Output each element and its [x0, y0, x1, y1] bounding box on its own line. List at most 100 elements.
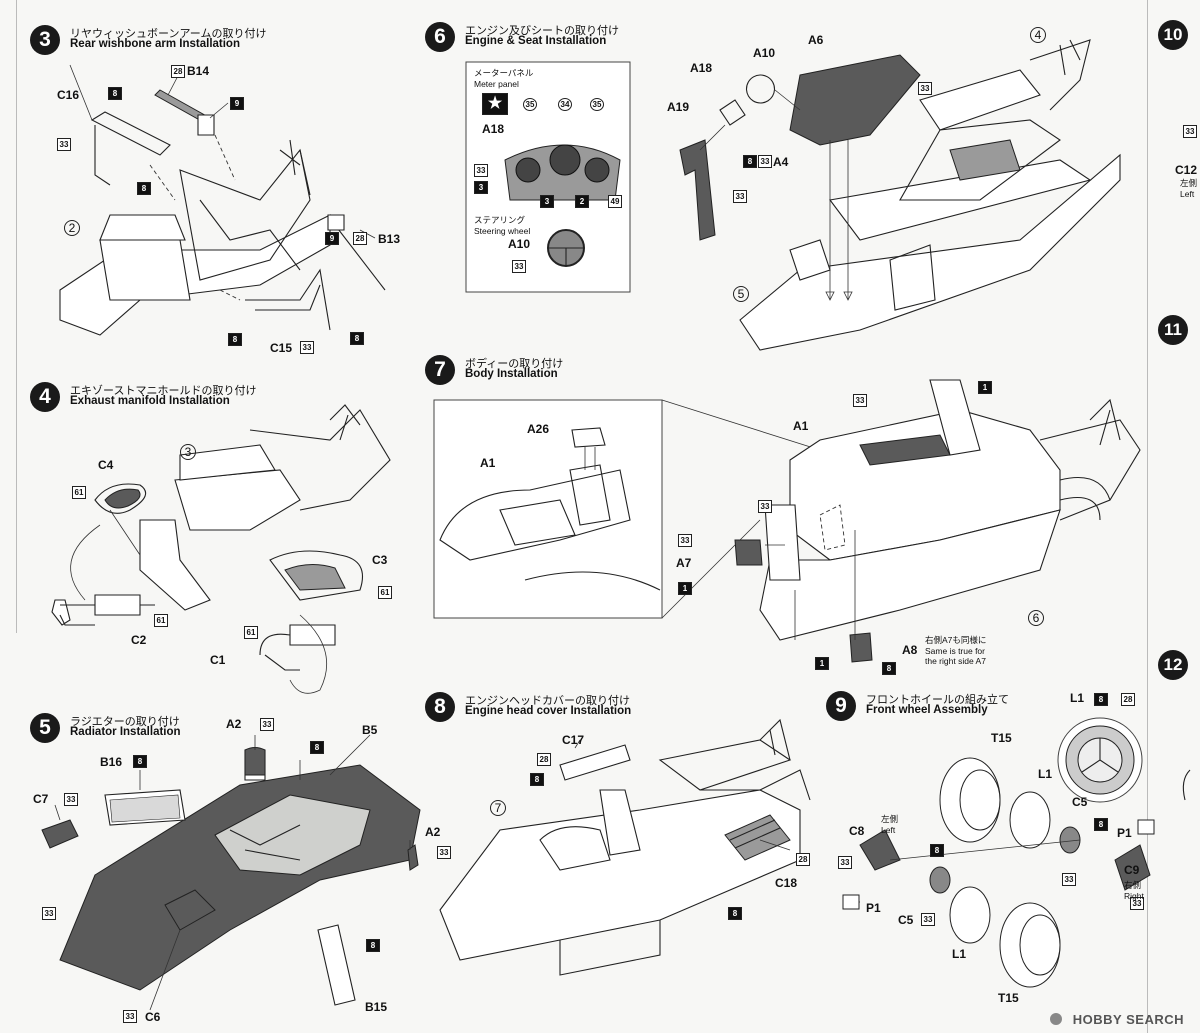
paint-code: 8: [108, 87, 122, 100]
paint-code: 35: [590, 98, 604, 111]
paint-code: 8: [930, 844, 944, 857]
part-label: B13: [378, 232, 401, 246]
part-label: C5: [1072, 795, 1088, 809]
circled-ref: 2: [64, 220, 80, 236]
part-label: C6: [145, 1010, 161, 1024]
note-a7-jp: 右側A7も同様に: [925, 635, 987, 645]
steering-jp: ステアリング: [474, 215, 526, 225]
part-label: C16: [57, 88, 80, 102]
paint-code: 33: [758, 500, 772, 513]
part-label: B16: [100, 755, 123, 769]
paint-code: 33: [42, 907, 56, 920]
part-label: A26: [527, 422, 550, 436]
part-label: C17: [562, 733, 585, 747]
paint-code: 9: [230, 97, 244, 110]
note-right-en: Right: [1124, 891, 1144, 901]
paint-code: 33: [300, 341, 314, 354]
step-title-jp: エンジンヘッドカバーの取り付け: [465, 694, 630, 707]
circled-ref: 3: [180, 444, 196, 460]
hobby-search-logo-icon: [1050, 1013, 1062, 1025]
paint-code: 33: [64, 793, 78, 806]
paint-code: 35: [523, 98, 537, 111]
part-label: C12: [1175, 163, 1198, 177]
meter-panel-en: Meter panel: [474, 79, 519, 89]
part-label: A2: [226, 717, 242, 731]
step-title-jp: エキゾーストマニホールドの取り付け: [70, 384, 257, 397]
paint-code: 8: [310, 741, 324, 754]
paint-code: 33: [512, 260, 526, 273]
step-title-jp: リヤウィッシュボーンアームの取り付け: [70, 27, 267, 40]
part-label: A8: [902, 643, 918, 657]
part-label: C9: [1124, 863, 1140, 877]
step-12-number: 12: [1158, 650, 1188, 680]
paint-code: 33: [1183, 125, 1197, 138]
paint-code: 9: [325, 232, 339, 245]
part-label: C7: [33, 792, 49, 806]
part-label: A2: [425, 825, 441, 839]
part-label: A1: [480, 456, 496, 470]
paint-code: 33: [918, 82, 932, 95]
step-11-number: 11: [1158, 315, 1188, 345]
step-number: 7: [425, 355, 455, 385]
paint-code: 33: [57, 138, 71, 151]
paint-code: 61: [378, 586, 392, 599]
part-label: A10: [753, 46, 776, 60]
part-label: C15: [270, 341, 293, 355]
step-number: 6: [425, 22, 455, 52]
part-label: B14: [187, 64, 210, 78]
paint-code: 8: [350, 332, 364, 345]
paint-code: 28: [171, 65, 185, 78]
step-title-jp: ラジエターの取り付け: [70, 715, 180, 728]
part-label: C2: [131, 633, 147, 647]
paint-code: 33: [838, 856, 852, 869]
step-title-en: Engine & Seat Installation: [465, 35, 607, 47]
paint-code: 8: [743, 155, 757, 168]
part-label: A7: [676, 556, 692, 570]
part-label: C3: [372, 553, 388, 567]
step-number: 4: [30, 382, 60, 412]
note-left-jp: 左側: [881, 814, 899, 824]
paint-code: 33: [260, 718, 274, 731]
paint-code: 28: [353, 232, 367, 245]
circled-ref: 7: [490, 800, 506, 816]
note-left-jp: 左側: [1180, 178, 1198, 188]
left-gutter-line: [16, 0, 17, 633]
step-number: 5: [30, 713, 60, 743]
part-label: C1: [210, 653, 226, 667]
paint-code: 33: [678, 534, 692, 547]
step-title-jp: エンジン及びシートの取り付け: [465, 24, 619, 37]
part-label: P1: [1117, 826, 1132, 840]
part-label: L1: [1070, 691, 1085, 705]
part-label: A4: [773, 155, 789, 169]
part-label: P1: [866, 901, 881, 915]
part-label: C18: [775, 876, 798, 890]
step-title-en: Front wheel Assembly: [866, 704, 988, 716]
part-label: C4: [98, 458, 114, 472]
step-title-en: Rear wishbone arm Installation: [70, 38, 240, 50]
part-label: L1: [1038, 767, 1053, 781]
paint-code: 8: [228, 333, 242, 346]
step-10-number: 10: [1158, 20, 1188, 50]
note-right-jp: 右側: [1124, 880, 1142, 890]
paint-code: 33: [437, 846, 451, 859]
part-label: B5: [362, 723, 378, 737]
paint-code: 28: [796, 853, 810, 866]
paint-code: 8: [137, 182, 151, 195]
paint-code: 61: [72, 486, 86, 499]
note-a7-en2: the right side A7: [925, 656, 986, 666]
step8-drawing: [439, 718, 811, 976]
part-label: T15: [998, 991, 1019, 1005]
part-label: C8: [849, 824, 865, 838]
part-label: A18: [482, 122, 505, 136]
step-title-en: Radiator Installation: [70, 726, 181, 738]
note-a7-en1: Same is true for: [925, 646, 985, 656]
step7-drawing: [433, 379, 1141, 663]
paint-code: 28: [1121, 693, 1135, 706]
step6-drawing: [465, 39, 1121, 351]
paint-code: 8: [133, 755, 147, 768]
part-label: A18: [690, 61, 713, 75]
step9-drawing: [842, 717, 1155, 988]
part-label: L1: [952, 947, 967, 961]
step-title-en: Exhaust manifold Installation: [70, 395, 230, 407]
